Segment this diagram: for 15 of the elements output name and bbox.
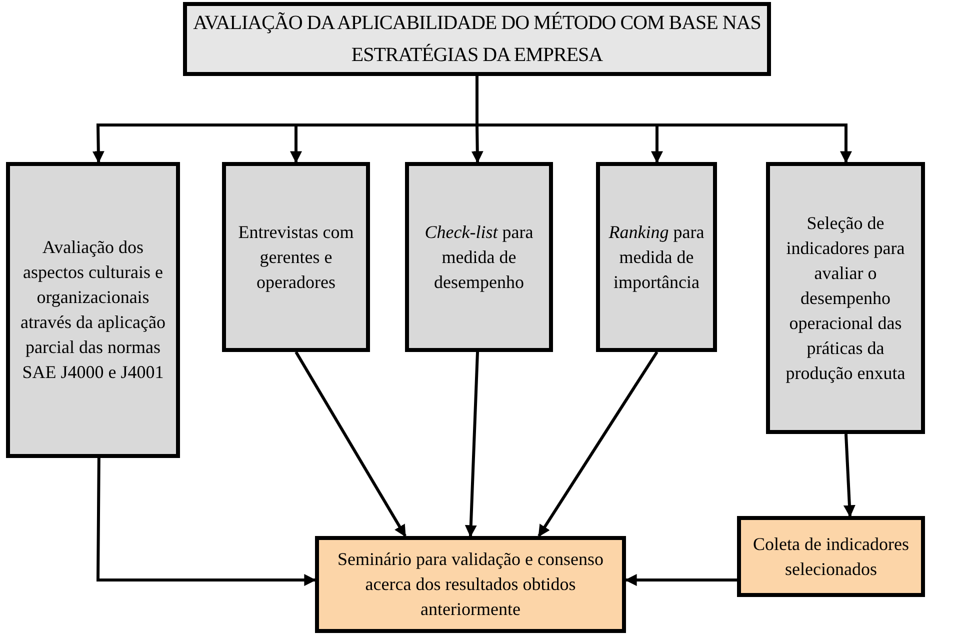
process-box: AVALIAÇÃO DA APLICABILIDADE DO MÉTODO COM BASE NAS ESTRATÉGIAS DA EMPRESA xyxy=(183,2,771,76)
process-box: Avaliação dos aspectos culturais e organizacionais através da aplicação parcial das normas SAE J4000 e J4001 xyxy=(6,162,180,458)
arrow xyxy=(96,458,316,586)
arrow xyxy=(476,76,852,164)
arrow xyxy=(624,574,737,586)
process-box: Coleta de indicadores selecionados xyxy=(737,516,925,597)
arrow xyxy=(538,351,658,537)
process-box: Seleção de indicadores para avaliar o desempenho operacional das práticas da produção enxuta xyxy=(766,162,925,434)
process-box: Check-list para medida de desempenho xyxy=(405,162,553,352)
arrow xyxy=(294,351,406,538)
arrow xyxy=(464,352,480,538)
process-box: Ranking para medida de importância xyxy=(596,162,717,352)
arrow xyxy=(843,434,856,518)
process-box: Seminário para validação e consenso acerca dos resultados obtidos anteriormente xyxy=(315,536,626,633)
process-box: Entrevistas com gerentes e operadores xyxy=(222,162,370,352)
